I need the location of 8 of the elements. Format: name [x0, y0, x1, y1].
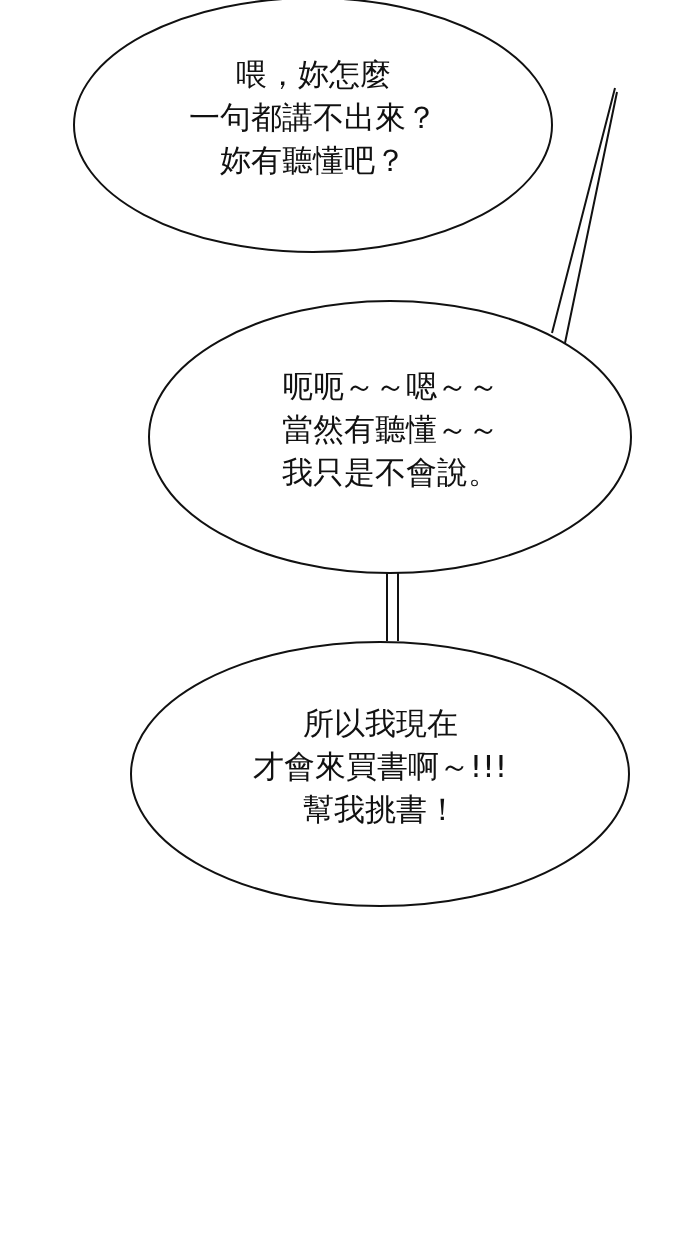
speech-bubble: [73, 0, 553, 253]
dialogue-text: 喂，妳怎麼一句都講不出來？妳有聽懂吧？: [188, 54, 438, 180]
speech-bubble: [148, 300, 632, 574]
dialogue-text: 所以我現在才會來買書啊～!!!幫我挑書！: [251, 703, 509, 829]
speech-tail: [551, 87, 618, 344]
bubble-connector: [386, 572, 399, 642]
dialogue-text: 呃呃～～嗯～～當然有聽懂～～我只是不會說。: [280, 366, 500, 492]
speech-bubble: [130, 641, 630, 907]
